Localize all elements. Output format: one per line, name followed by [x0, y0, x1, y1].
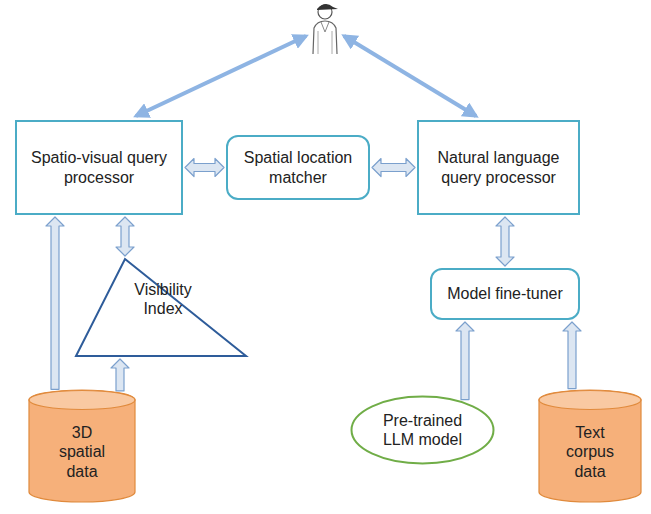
- block-arrow: [563, 322, 581, 389]
- block-arrow: [185, 159, 224, 177]
- block-arrow: [496, 217, 514, 266]
- block-arrow: [111, 359, 129, 391]
- matcher-box-outline: [226, 135, 370, 200]
- node-label: Pre-trained LLM model: [366, 411, 479, 449]
- user-arrow: [344, 36, 476, 116]
- matcher-box: Spatial location matcher: [226, 135, 370, 200]
- index-triangle: Visibility Index: [75, 258, 247, 357]
- node-label: Text corpus data: [559, 423, 621, 481]
- node-label: Model fine-tuner: [447, 284, 563, 303]
- model-ellipse: Pre-trained LLM model: [350, 395, 495, 465]
- user-arrow: [136, 36, 306, 116]
- database-cylinder: Text corpus data: [538, 390, 642, 502]
- process-box-outline: [15, 120, 183, 215]
- block-arrow: [116, 217, 134, 256]
- node-label: 3D spatial data: [51, 423, 113, 481]
- tuner-box: Model fine-tuner: [430, 268, 580, 320]
- block-arrow: [46, 217, 64, 389]
- database-cylinder: 3D spatial data: [28, 390, 136, 502]
- node-label: Natural language query processor: [425, 148, 572, 186]
- node-label: Spatio-visual query processor: [23, 148, 175, 186]
- node-label: Spatial location matcher: [234, 148, 362, 186]
- process-box: Spatio-visual query processor: [15, 120, 183, 215]
- process-box: Natural language query processor: [417, 120, 580, 215]
- user-figure: [313, 4, 338, 54]
- model-ellipse-outline: [350, 395, 495, 465]
- block-arrow: [456, 322, 474, 400]
- process-box-outline: [417, 120, 580, 215]
- node-label: Visibility Index: [120, 280, 206, 318]
- block-arrow: [372, 159, 415, 177]
